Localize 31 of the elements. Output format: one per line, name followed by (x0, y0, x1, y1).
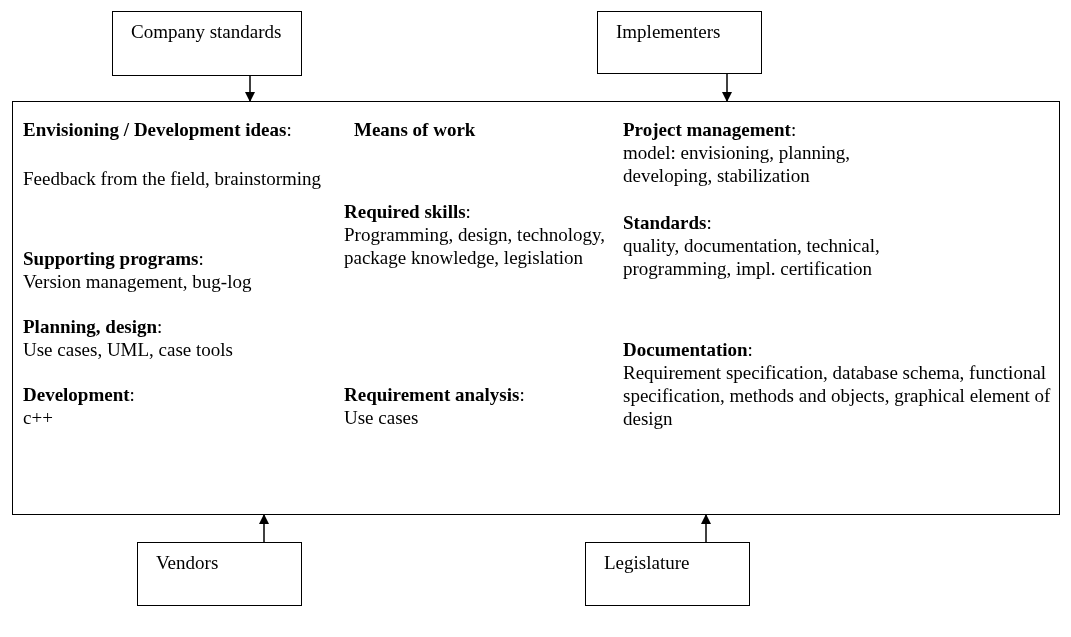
box-label: Legislature (604, 551, 690, 574)
text-box (137, 542, 302, 606)
section-text: c++ (23, 406, 54, 429)
text-box (585, 542, 750, 606)
section-heading: Envisioning / Development ideas: (23, 118, 293, 141)
section-text: Use cases (344, 406, 420, 429)
content-panel (12, 101, 1060, 515)
section-heading: Means of work (354, 118, 477, 141)
section-text: Programming, design, technology, package knowledge, legislation (344, 223, 607, 269)
section-text: Requirement specification, database schema, functional specification, methods and objects, graphical element of design (623, 361, 1052, 430)
box-label: Implementers (616, 20, 721, 43)
section-heading: Project management: (623, 118, 798, 141)
box-label: Vendors (156, 551, 219, 574)
section-heading: Supporting programs: (23, 247, 205, 270)
section-text: Version management, bug-log (23, 270, 253, 293)
arrow (245, 75, 255, 102)
arrow (701, 514, 711, 543)
section-heading: Planning, design: (23, 315, 164, 338)
arrow (722, 73, 732, 102)
box-label: Company standards (131, 20, 282, 43)
section-heading: Required skills: (344, 200, 472, 223)
section-text: Use cases, UML, case tools (23, 338, 234, 361)
text-box (112, 11, 302, 76)
text-box (597, 11, 762, 74)
arrow (259, 514, 269, 543)
section-text: model: envisioning, planning, developing, stabilization (623, 141, 851, 187)
section-heading: Documentation: (623, 338, 754, 361)
section-heading: Standards: (623, 211, 713, 234)
section-text: Feedback from the field, brainstorming (23, 167, 323, 190)
section-heading: Development: (23, 383, 136, 406)
section-text: quality, documentation, technical, programming, impl. certification (623, 234, 881, 280)
